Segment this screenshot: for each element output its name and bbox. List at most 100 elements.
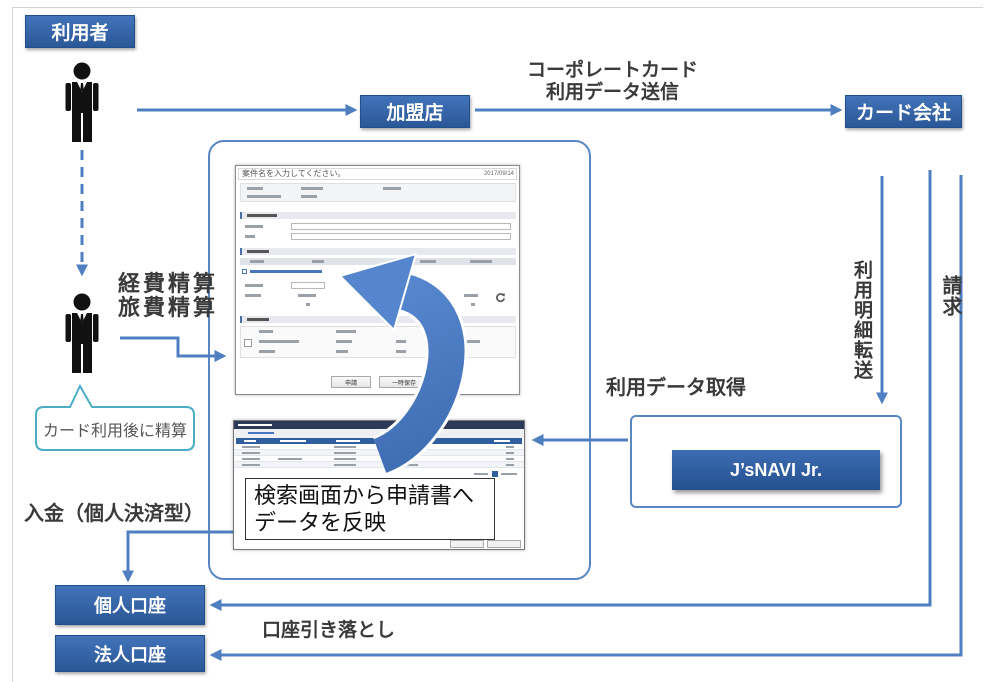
- text-placeholder: [247, 250, 269, 253]
- text-placeholder: [301, 195, 317, 198]
- person-icon: [65, 62, 99, 142]
- speech-bubble-text: カード利用後に精算: [42, 422, 187, 440]
- debit-label: 口座引き落とし: [262, 620, 396, 641]
- text-placeholder: [312, 260, 324, 263]
- text-placeholder: [494, 440, 510, 442]
- expense-label: 経費精算 旅費精算: [118, 272, 218, 320]
- text-placeholder: [474, 473, 488, 475]
- form-section-header: [240, 248, 516, 255]
- text-placeholder: [336, 440, 360, 442]
- text-placeholder: [247, 318, 269, 321]
- text-placeholder: [506, 446, 514, 448]
- text-placeholder: [301, 187, 323, 190]
- text-placeholder: [506, 452, 514, 454]
- text-placeholder: [245, 225, 263, 228]
- search-pagination: [474, 471, 520, 477]
- reflect-note-line-1: 検索画面から申請書へ: [254, 483, 475, 508]
- text-placeholder: [456, 340, 480, 343]
- form-select-box: [291, 282, 325, 289]
- text-placeholder: [245, 284, 263, 287]
- user-node: 利用者: [25, 15, 135, 48]
- search-table-row: [234, 462, 524, 468]
- text-placeholder: [334, 464, 356, 466]
- text-placeholder: [336, 330, 356, 333]
- text-placeholder: [396, 350, 406, 353]
- text-placeholder: [420, 260, 436, 263]
- text-placeholder: [384, 458, 408, 460]
- text-placeholder: [506, 464, 514, 466]
- text-placeholder: [250, 260, 264, 263]
- text-placeholder: [245, 294, 261, 297]
- form-table-header: [240, 258, 516, 265]
- corporate-account-node: 法人口座: [55, 635, 205, 672]
- detail-transfer-label: 利用明細転送: [851, 260, 872, 380]
- slide-frame: [12, 7, 983, 682]
- refresh-icon: [496, 293, 506, 303]
- form-date: 2017/09/14: [483, 171, 514, 177]
- text-placeholder: [501, 473, 517, 475]
- text-placeholder: [280, 440, 306, 442]
- save-draft-button: 一時保存: [379, 376, 429, 388]
- text-placeholder: [259, 330, 273, 333]
- text-placeholder: [471, 303, 475, 306]
- form-section-header: [240, 316, 516, 323]
- apply-button: 申請: [331, 376, 371, 388]
- form-title-field: 案件名を入力してください。: [238, 168, 517, 180]
- search-footer-button: [487, 540, 521, 548]
- text-placeholder: [242, 452, 260, 454]
- text-placeholder: [248, 432, 274, 434]
- text-placeholder: [334, 446, 356, 448]
- text-placeholder: [259, 350, 275, 353]
- text-placeholder: [298, 294, 316, 297]
- text-placeholder: [334, 458, 356, 460]
- expense-line-1: 経費精算: [118, 271, 219, 296]
- text-placeholder: [242, 446, 260, 448]
- text-placeholder: [278, 458, 302, 460]
- text-placeholder: [247, 195, 281, 198]
- text-placeholder: [242, 458, 260, 460]
- text-placeholder: [506, 458, 514, 460]
- text-placeholder: [336, 350, 348, 353]
- text-placeholder: [336, 340, 352, 343]
- link-placeholder: [250, 270, 322, 273]
- checkbox-icon: [244, 339, 252, 347]
- search-screen-toolbar: [234, 429, 524, 438]
- text-placeholder: [245, 235, 255, 238]
- person-icon: [65, 293, 99, 373]
- page-indicator: [492, 471, 498, 477]
- text-placeholder: [384, 446, 424, 448]
- checkbox-icon: [242, 269, 247, 274]
- form-input-box: [291, 233, 511, 240]
- text-placeholder: [247, 214, 277, 217]
- text-placeholder: [247, 187, 263, 190]
- text-placeholder: [464, 294, 478, 297]
- text-placeholder: [426, 294, 440, 297]
- jsnavi-node: J’sNAVI Jr.: [672, 450, 880, 490]
- text-placeholder: [470, 260, 492, 263]
- form-info-table: [240, 183, 516, 202]
- application-form-screenshot: 案件名を入力してください。 2017/09/14: [235, 165, 520, 395]
- personal-account-node: 個人口座: [55, 585, 205, 625]
- text-placeholder: [242, 464, 260, 466]
- form-detail-block: [240, 326, 516, 358]
- card-data-send-label: コーポレートカード 利用データ送信: [505, 60, 720, 104]
- text-placeholder: [396, 340, 406, 343]
- search-footer-button: [450, 540, 484, 548]
- search-screen-header: [234, 421, 524, 429]
- text-placeholder: [334, 452, 356, 454]
- reflect-note-box: 検索画面から申請書へ データを反映: [245, 478, 495, 540]
- text-placeholder: [306, 303, 310, 306]
- card-data-send-line-2: 利用データ送信: [545, 82, 679, 103]
- data-fetch-label: 利用データ取得: [606, 377, 746, 399]
- reflect-note-line-2: データを反映: [254, 510, 387, 535]
- billing-label: 請求: [939, 275, 961, 317]
- text-placeholder: [244, 440, 256, 442]
- card-company-node: カード会社: [845, 95, 962, 128]
- text-placeholder: [259, 340, 299, 343]
- form-input-box: [291, 223, 511, 230]
- text-placeholder: [383, 187, 401, 190]
- text-placeholder: [384, 464, 418, 466]
- text-placeholder: [238, 424, 272, 426]
- form-section-header: [240, 212, 516, 219]
- merchant-node: 加盟店: [360, 95, 470, 128]
